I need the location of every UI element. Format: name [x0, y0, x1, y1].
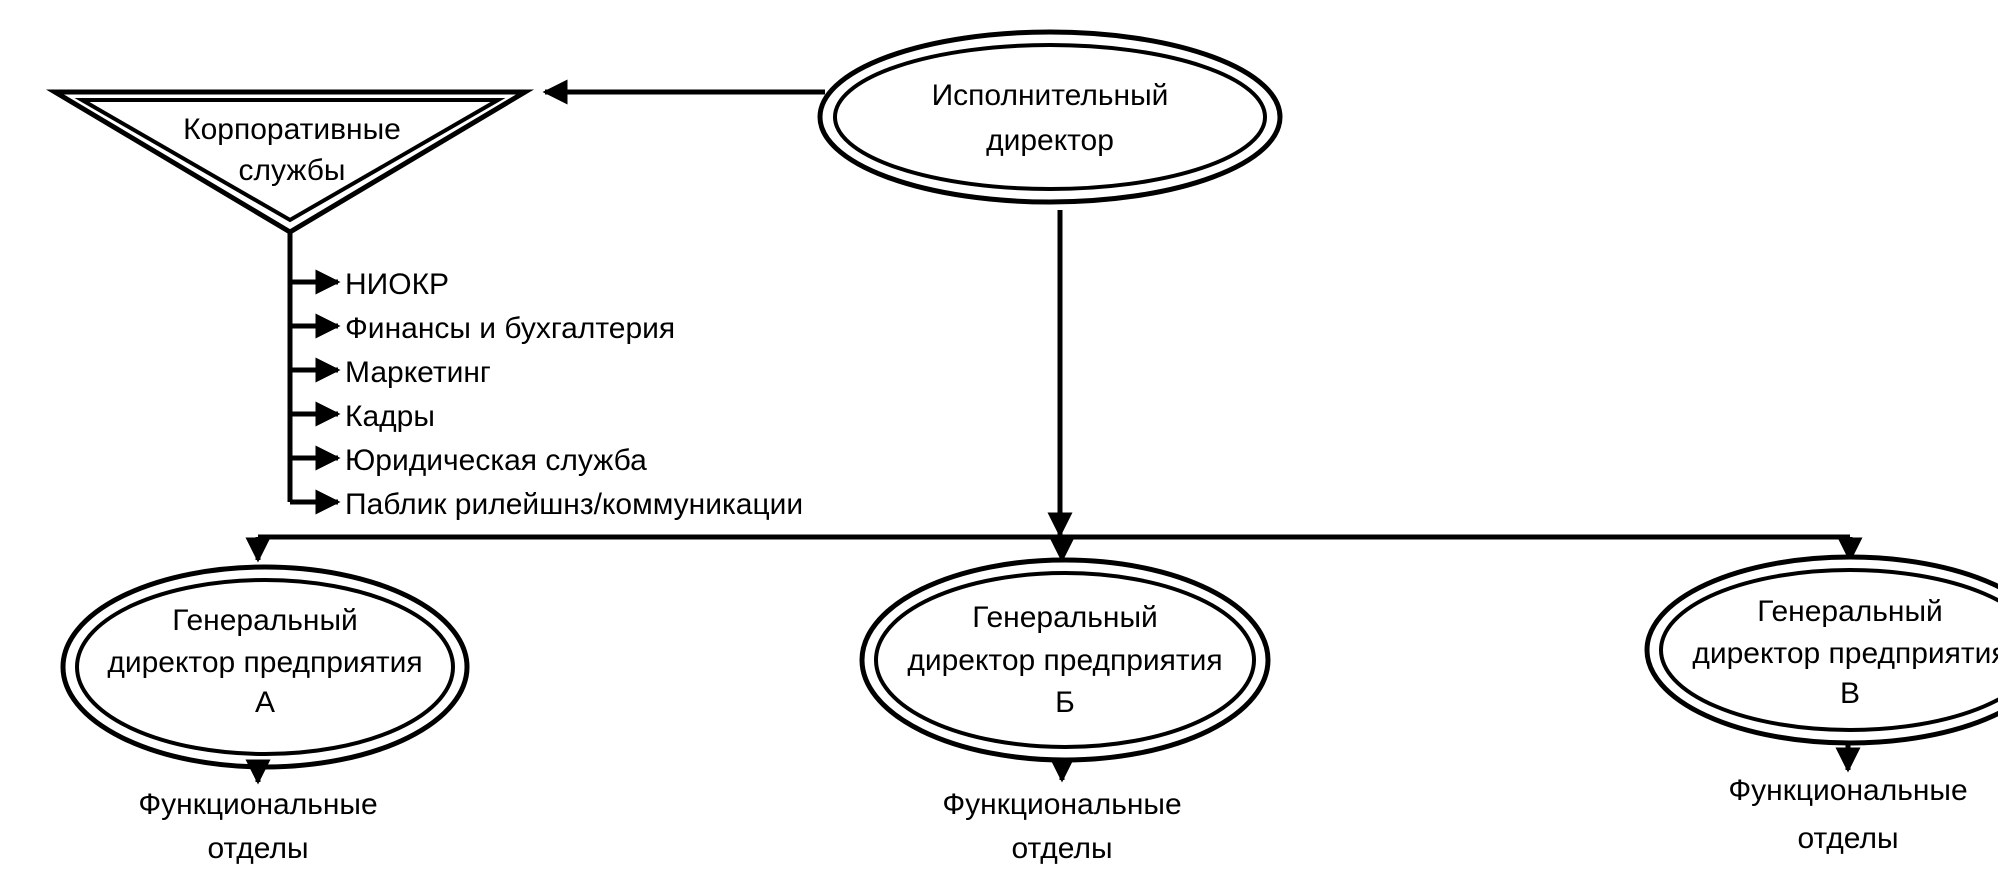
general-director-a-line2: директор предприятия — [107, 646, 422, 679]
general-director-a-node: Генеральный директор предприятия А — [60, 564, 470, 770]
functional-departments-b-line2: отделы — [1011, 832, 1112, 865]
ceo-label-line1: Исполнительный — [932, 79, 1169, 112]
corporate-services-label-line2: службы — [239, 154, 346, 187]
general-director-a-line3: А — [255, 686, 275, 719]
functional-departments-v-line1: Функциональные — [1728, 774, 1967, 807]
corporate-services-label-line1: Корпоративные — [183, 113, 401, 146]
functional-departments-b-line1: Функциональные — [942, 788, 1181, 821]
general-director-b-line1: Генеральный — [972, 601, 1158, 634]
general-director-v-node: Генеральный директор предприятия В — [1644, 554, 1998, 746]
general-director-v-line3: В — [1840, 677, 1860, 710]
general-director-a-line1: Генеральный — [172, 604, 358, 637]
service-item: Финансы и бухгалтерия — [345, 312, 675, 345]
service-item: Кадры — [345, 400, 435, 433]
ceo-node: Исполнительный директор — [817, 29, 1283, 205]
service-item: Маркетинг — [345, 356, 491, 389]
general-director-b-line3: Б — [1055, 686, 1075, 719]
functional-departments-a-line1: Функциональные — [138, 788, 377, 821]
services-list: НИОКР Финансы и бухгалтерия Маркетинг Ка… — [290, 268, 803, 521]
general-director-v-line1: Генеральный — [1757, 595, 1943, 628]
service-item: Юридическая служба — [345, 444, 647, 477]
general-director-b-line2: директор предприятия — [907, 644, 1222, 677]
functional-departments-a-line2: отделы — [207, 832, 308, 865]
service-item: НИОКР — [345, 268, 449, 301]
service-item: Паблик рилейшнз/коммуникации — [345, 488, 803, 521]
functional-departments-v-line2: отделы — [1797, 822, 1898, 855]
general-director-b-node: Генеральный директор предприятия Б — [859, 557, 1271, 763]
corporate-services-node: Корпоративные службы — [45, 89, 535, 235]
general-director-v-line2: директор предприятия — [1692, 637, 1998, 670]
ceo-label-line2: директор — [986, 124, 1114, 157]
